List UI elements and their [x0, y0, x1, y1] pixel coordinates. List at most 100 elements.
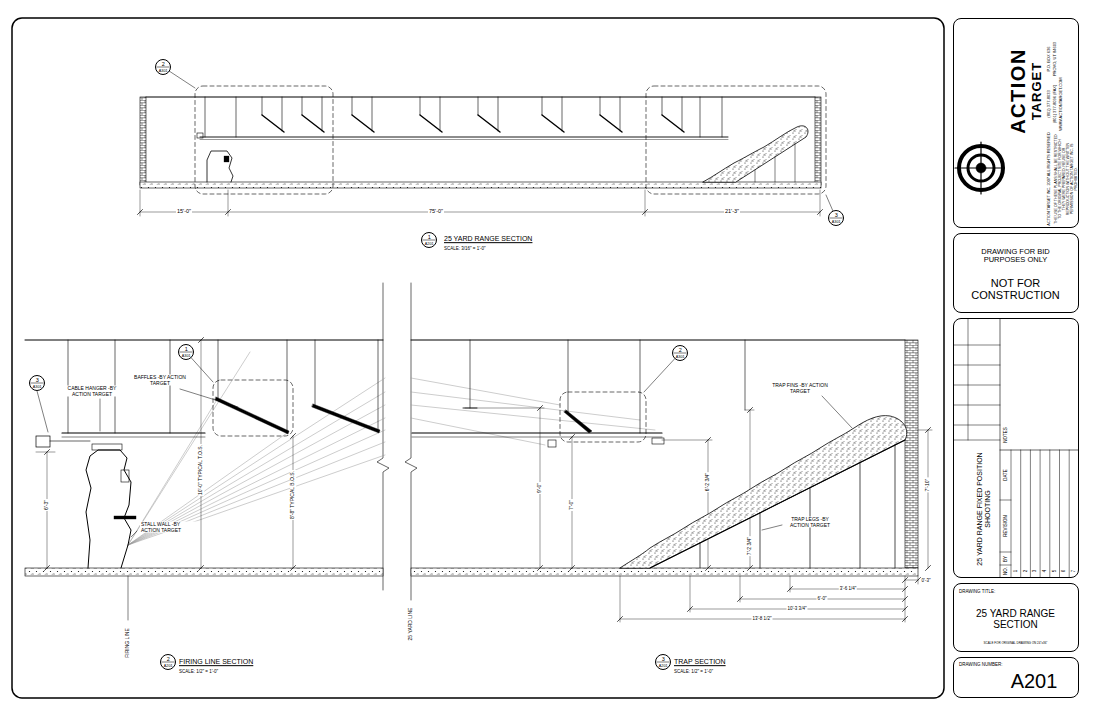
field-label: DRAWING TITLE:	[959, 590, 995, 595]
baffle-hanger	[218, 340, 219, 398]
cable-rail	[412, 437, 662, 438]
logo-crosshair	[980, 142, 981, 194]
dimension-text: 6'-2 3/4"	[705, 472, 711, 492]
cable-rail	[412, 432, 662, 433]
drawing-title: 25 YARD RANGE SECTION	[960, 608, 1072, 630]
dimension-text: 13'-8 1/2"	[752, 617, 773, 622]
baffle-hanger	[262, 97, 263, 115]
dimension-tick	[570, 566, 575, 571]
trap-leg	[795, 144, 796, 182]
table-rule	[954, 345, 1000, 346]
carrier-unit	[652, 438, 664, 444]
stall-wall	[86, 450, 131, 568]
table-rule	[954, 405, 1000, 406]
table-rule	[954, 365, 1000, 366]
scale-note: SCALE FOR ORIGINAL DRAWING ON 24"x36"	[984, 642, 1048, 645]
baffle-hanger	[478, 97, 479, 115]
control-box	[36, 436, 50, 447]
trap-leg	[755, 170, 756, 182]
trap-leg	[700, 543, 701, 568]
sight-line	[128, 442, 385, 545]
dimension-tick	[903, 617, 908, 622]
callout-number: 1	[185, 346, 188, 352]
firing-line	[128, 576, 129, 620]
baffle-hanger	[562, 97, 563, 131]
dimension-tick	[788, 587, 793, 592]
sight-line	[128, 352, 250, 545]
dimension-tick	[738, 597, 743, 602]
baffle-hanger	[287, 340, 288, 433]
extension-line	[745, 410, 754, 411]
table-rule	[1059, 450, 1060, 577]
table-rule	[1000, 319, 1001, 577]
dimension-text: 6'-3"	[44, 499, 50, 511]
dimension-text: 0'-3"	[921, 579, 932, 584]
dimension-tick	[538, 566, 543, 571]
baffle-hanger	[322, 97, 323, 131]
baffle-hanger	[568, 340, 569, 412]
control-cable	[50, 441, 90, 442]
callout-number: 3	[835, 212, 838, 218]
break-line	[377, 283, 389, 590]
dimension-tick	[226, 210, 231, 215]
table-rule	[1000, 552, 1011, 553]
web-address: WWW.ACTIONTARGET.COM	[1059, 77, 1063, 130]
sheet-reference: A301	[676, 355, 685, 359]
dimension-text: 7'-2 3/4"	[747, 536, 753, 556]
dimension-tick	[688, 607, 693, 612]
trap-leg	[760, 513, 761, 568]
dimension-tick	[291, 434, 296, 439]
dimension-tick	[199, 566, 204, 571]
baffle	[352, 115, 374, 132]
phone-line: (801) 377-8096 (FAX)	[1053, 85, 1057, 124]
sight-line	[128, 433, 287, 545]
baffle	[478, 115, 500, 132]
detail-boundary	[646, 86, 826, 194]
sight-line	[128, 398, 218, 545]
extension-line	[620, 576, 621, 622]
leader-line	[131, 531, 137, 537]
dimension-text: 9'-0"	[537, 482, 543, 494]
dimension-tick	[903, 587, 908, 592]
section-title: TRAP SECTION	[673, 658, 727, 666]
dimension-text: 8'-8" TYPICAL B.O.S.	[290, 470, 296, 520]
cable-rail	[200, 137, 728, 138]
table-rule	[1000, 500, 1011, 501]
ceiling-line	[25, 340, 383, 341]
dimension-tick	[199, 338, 204, 343]
table-rule	[968, 319, 969, 440]
concrete-floor	[411, 568, 918, 576]
table-cell: 1	[1013, 569, 1018, 574]
trap-leg	[895, 445, 896, 568]
copyright-line: ACTION TARGET INC. 2007 ALL RIGHTS RESER…	[1047, 132, 1051, 225]
field-label: DRAWING NUMBER:	[959, 663, 1003, 668]
notice-text: DRAWING FOR BID PURPOSES ONLY	[961, 248, 1071, 265]
baffle	[262, 115, 284, 132]
detail-boundary	[560, 392, 646, 442]
address-line: P.O. BOX 636	[1047, 47, 1051, 72]
callout-bubble: 1A201	[421, 232, 437, 248]
dimension-line	[928, 430, 929, 568]
cable-hanger	[700, 97, 701, 137]
leader-line	[100, 399, 101, 431]
dimension-tick	[45, 566, 50, 571]
trap-leg	[860, 463, 861, 568]
cable-hanger	[205, 97, 206, 137]
trap-leg	[775, 157, 776, 182]
sheet-reference: A201	[659, 664, 668, 668]
logo-panel: ACTIONTARGETP.O. BOX 636PROVO, UT 84603(…	[953, 18, 1079, 228]
dimension-text: 7'-10"	[925, 478, 931, 493]
concrete-floor	[25, 568, 383, 576]
callout-number: 1	[428, 234, 431, 240]
extension-line	[690, 576, 691, 612]
table-rule	[1069, 450, 1070, 577]
baffle-hanger	[352, 97, 353, 115]
masonry-wall	[905, 340, 918, 568]
leader-line	[180, 389, 238, 407]
dimension-line	[708, 440, 709, 568]
dimension-text: 7'-0"	[569, 499, 575, 511]
dimension-tick	[570, 435, 575, 440]
title-panel: DRAWING TITLE: 25 YARD RANGE SECTION SCALE…	[953, 583, 1079, 652]
table-rule	[1030, 450, 1031, 577]
